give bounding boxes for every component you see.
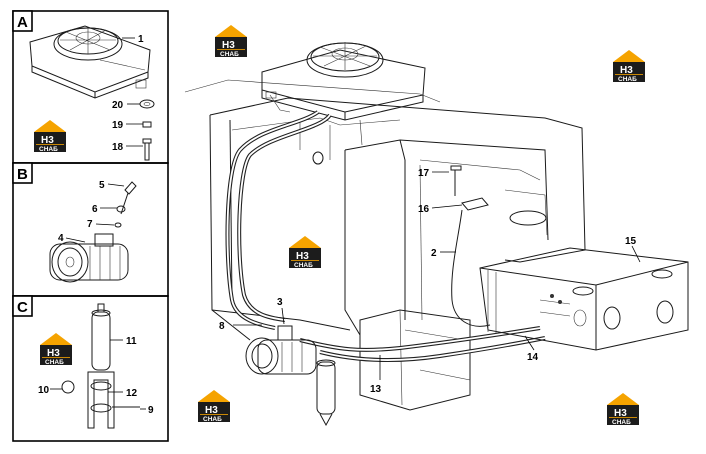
watermark-logo: H3 CHAБ (215, 25, 247, 58)
callout-18: 18 (112, 142, 124, 153)
callout-1: 1 (138, 34, 144, 45)
main-receiver-drier-drawing (316, 359, 336, 427)
callout-20: 20 (112, 100, 124, 111)
panel-frame (12, 10, 169, 442)
panel-b-label: B (12, 162, 33, 184)
logo-caption: CHAБ (612, 419, 631, 426)
panel-c-label: C (12, 295, 33, 317)
callout-5: 5 (99, 180, 105, 191)
callout-17: 17 (418, 168, 430, 179)
panel-callouts: 1 20 19 18 5 6 7 4 11 10 12 9 (38, 34, 154, 416)
panel-a-condenser-fan-drawing (29, 25, 151, 99)
callout-13: 13 (370, 384, 382, 395)
logo-mark: H3 (47, 348, 60, 359)
panel-a-label: A (12, 10, 33, 32)
callout-9: 9 (148, 405, 154, 416)
main-evaporator-box-drawing (479, 247, 689, 351)
callout-7: 7 (87, 219, 93, 230)
watermark-logo: H3 CHAБ (289, 236, 321, 269)
watermark-logo: H3 CHAБ (613, 50, 645, 83)
panel-b-letter: B (17, 166, 28, 183)
logo-caption: CHAБ (220, 51, 239, 58)
callout-8: 8 (219, 321, 225, 332)
watermark-logo: H3 CHAБ (607, 393, 639, 426)
main-callouts: 17 16 2 15 3 8 14 13 (219, 168, 641, 395)
logo-mark: H3 (620, 65, 633, 76)
callout-4: 4 (58, 233, 64, 244)
callout-2: 2 (431, 248, 437, 259)
panel-a-letter: A (17, 14, 28, 31)
logo-mark: H3 (614, 408, 627, 419)
main-bracket-and-bolt-drawing (450, 165, 489, 211)
logo-mark: H3 (205, 405, 218, 416)
callout-15: 15 (625, 236, 637, 247)
callout-14: 14 (527, 352, 539, 363)
callout-6: 6 (92, 204, 98, 215)
panel-c-receiver-drier-drawing (61, 303, 140, 429)
panel-a-fastener-stack (139, 99, 155, 161)
logo-caption: CHAБ (39, 146, 58, 153)
watermark-logo: H3 CHAБ (34, 120, 66, 153)
main-compressor-drawing (245, 325, 317, 375)
logo-caption: CHAБ (618, 76, 637, 83)
logo-mark: H3 (41, 135, 54, 146)
watermark-logo: H3 CHAБ (198, 390, 230, 423)
logo-caption: CHAБ (45, 359, 64, 366)
callout-10: 10 (38, 385, 50, 396)
panel-c-letter: C (17, 299, 28, 316)
main-hoses (225, 110, 546, 363)
main-assembly-drawing (184, 79, 586, 411)
logo-caption: CHAБ (294, 262, 313, 269)
callout-3: 3 (277, 297, 283, 308)
logo-mark: H3 (296, 251, 309, 262)
panel-b-compressor-drawing (49, 181, 137, 283)
callout-19: 19 (112, 120, 124, 131)
watermark-logo: H3 CHAБ (40, 333, 72, 366)
callout-16: 16 (418, 204, 430, 215)
logo-mark: H3 (222, 40, 235, 51)
callout-11: 11 (126, 336, 137, 347)
callout-12: 12 (126, 388, 138, 399)
logo-caption: CHAБ (203, 416, 222, 423)
main-condenser-fan-drawing (261, 42, 426, 121)
